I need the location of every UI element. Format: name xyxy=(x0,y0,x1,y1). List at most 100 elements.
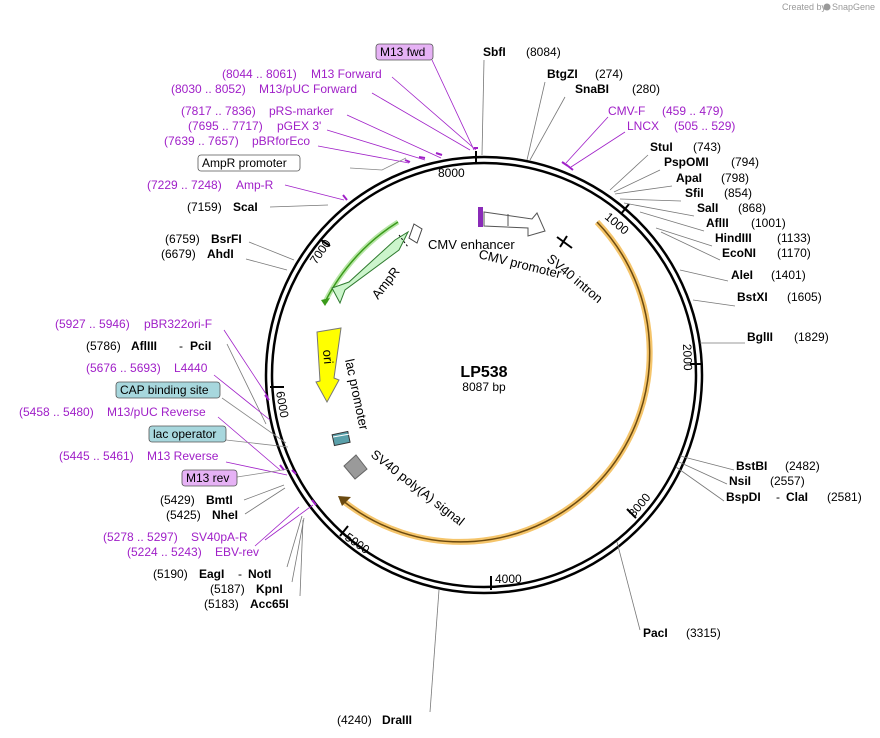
orf-arc xyxy=(341,221,651,543)
snapgene-logo-icon xyxy=(823,3,831,11)
site-bstbi-name: BstBI xyxy=(736,459,767,473)
svg-text:-: - xyxy=(179,339,183,353)
plasmid-name: LP538 xyxy=(460,364,507,381)
ampr-arc xyxy=(324,221,399,303)
site-snabi-name: SnaBI xyxy=(575,82,609,96)
primer-m13-fwd-label: M13 fwd xyxy=(380,45,425,59)
lac-operator-label: lac operator xyxy=(153,427,216,441)
ampr-promoter-label: AmpR promoter xyxy=(202,156,287,170)
site-stui-name: StuI xyxy=(650,140,673,154)
site-nhei-name: NheI xyxy=(212,508,238,522)
primer-m13-puc-forward-range: (8030 .. 8052) xyxy=(171,82,246,96)
site-bstxi-pos: (1605) xyxy=(787,290,822,304)
primer-lncx-name: LNCX xyxy=(627,119,659,133)
primer-sv40pa-r-range: (5278 .. 5297) xyxy=(103,530,178,544)
site-stui-pos: (743) xyxy=(693,140,721,154)
tick-label-6000: 6000 xyxy=(273,390,291,419)
primer-leader-lines xyxy=(213,59,626,547)
site-sfii-name: SfiI xyxy=(685,186,704,200)
site-pspomi-pos: (794) xyxy=(731,155,759,169)
tick-marks xyxy=(270,151,702,590)
svg-text:-: - xyxy=(776,490,780,504)
site-bsrfi-name: BsrFI xyxy=(211,232,242,246)
site-alei-name: AleI xyxy=(731,268,753,282)
site-bstbi-pos: (2482) xyxy=(785,459,820,473)
site-afliii-pos: (5786) xyxy=(86,339,121,353)
site-bsrfi-pos: (6759) xyxy=(165,232,200,246)
site-sbfi-pos: (8084) xyxy=(526,45,561,59)
primer-m13-puc-reverse-range: (5458 .. 5480) xyxy=(19,405,94,419)
site-sbfi-name: SbfI xyxy=(483,45,506,59)
site-bspdi-name: BspDI xyxy=(726,490,761,504)
plasmid-size: 8087 bp xyxy=(462,380,506,394)
backbone-outer-strand xyxy=(264,155,704,595)
site-bmti-pos: (5429) xyxy=(160,493,195,507)
site-bmti-name: BmtI xyxy=(206,493,233,507)
site-scai-name: ScaI xyxy=(233,200,258,214)
primer-m13-puc-forward-name: M13/pUC Forward xyxy=(259,82,357,96)
site-sali-pos: (868) xyxy=(738,201,766,215)
created-by-label: Created by xyxy=(782,2,827,12)
site-kpni-pos: (5187) xyxy=(210,582,245,596)
primer-pgex3-name: pGEX 3' xyxy=(277,119,321,133)
brand-label: SnapGene xyxy=(832,2,875,12)
primer-pbr322ori-f-name: pBR322ori-F xyxy=(144,317,212,331)
site-draiii-pos: (4240) xyxy=(337,713,372,727)
primer-pbrforeco-range: (7639 .. 7657) xyxy=(164,134,239,148)
tick-label-4000: 4000 xyxy=(495,572,522,586)
primer-amp-r-range: (7229 .. 7248) xyxy=(147,178,222,192)
cap-binding-site-label: CAP binding site xyxy=(120,383,209,397)
site-pspomi-name: PspOMI xyxy=(664,155,709,169)
primer-ebv-rev-range: (5224 .. 5243) xyxy=(127,545,202,559)
site-sfii-pos: (854) xyxy=(724,186,752,200)
site-econi-name: EcoNI xyxy=(722,246,756,260)
cmv-enhancer-label: CMV enhancer xyxy=(428,237,515,252)
site-hindiii-name: HindIII xyxy=(715,231,752,245)
site-nsii-pos: (2557) xyxy=(770,474,805,488)
site-acc65i-name: Acc65I xyxy=(250,597,289,611)
primer-prs-marker-range: (7817 .. 7836) xyxy=(181,104,256,118)
primer-m13-reverse-name: M13 Reverse xyxy=(147,449,219,463)
sv40-intron-feature xyxy=(556,236,573,249)
ampr-arc-arrowhead xyxy=(321,298,330,306)
site-nhei-pos: (5425) xyxy=(166,508,201,522)
ampr-promoter-marker xyxy=(398,234,409,248)
site-clai-name: ClaI xyxy=(786,490,808,504)
site-paci-name: PacI xyxy=(643,626,668,640)
primer-pbr322ori-f-range: (5927 .. 5946) xyxy=(55,317,130,331)
primer-ebv-rev-name: EBV-rev xyxy=(215,545,259,559)
cmv-f-primer-marker xyxy=(478,207,483,227)
site-nsii-name: NsiI xyxy=(729,474,751,488)
feature-box-ampr-promoter xyxy=(197,154,301,172)
primer-prs-marker-name: pRS-marker xyxy=(269,104,334,118)
site-leader-lines xyxy=(226,59,745,713)
feature-box-lac-operator xyxy=(148,425,227,443)
site-bstxi-name: BstXI xyxy=(737,290,768,304)
primer-marks xyxy=(264,147,574,506)
site-btgzi-name: BtgZI xyxy=(547,67,578,81)
tick-label-8000: 8000 xyxy=(438,166,465,180)
sv40-polya-label: SV40 poly(A) signal xyxy=(368,447,467,529)
site-draiii-name: DraIII xyxy=(382,713,412,727)
primer-pgex3-range: (7695 .. 7717) xyxy=(188,119,263,133)
ampr-promoter-feature xyxy=(408,223,423,244)
site-hindiii-pos: (1133) xyxy=(777,231,811,245)
site-econi-pos: (1170) xyxy=(777,246,811,260)
primer-l4440-range: (5676 .. 5693) xyxy=(86,361,161,375)
cmv-promoter-feature xyxy=(483,211,546,237)
site-alei-pos: (1401) xyxy=(771,268,806,282)
site-scai-pos: (7159) xyxy=(187,200,222,214)
site-aflii-name: AflII xyxy=(706,216,729,230)
site-ahdi-name: AhdI xyxy=(207,247,234,261)
ampr-label: AmpR xyxy=(369,264,403,302)
primer-m13-reverse-range: (5445 .. 5461) xyxy=(59,449,134,463)
ori-label: ori xyxy=(320,349,336,365)
site-apai-name: ApaI xyxy=(676,171,702,185)
primer-m13-rev-label: M13 rev xyxy=(186,471,229,485)
primer-pbrforeco-name: pBRforEco xyxy=(252,134,310,148)
feature-box-cap-binding-site xyxy=(115,381,221,399)
site-kpni-name: KpnI xyxy=(256,582,283,596)
primer-m13-forward-name: M13 Forward xyxy=(311,67,382,81)
site-eagi-name: EagI xyxy=(199,567,224,581)
